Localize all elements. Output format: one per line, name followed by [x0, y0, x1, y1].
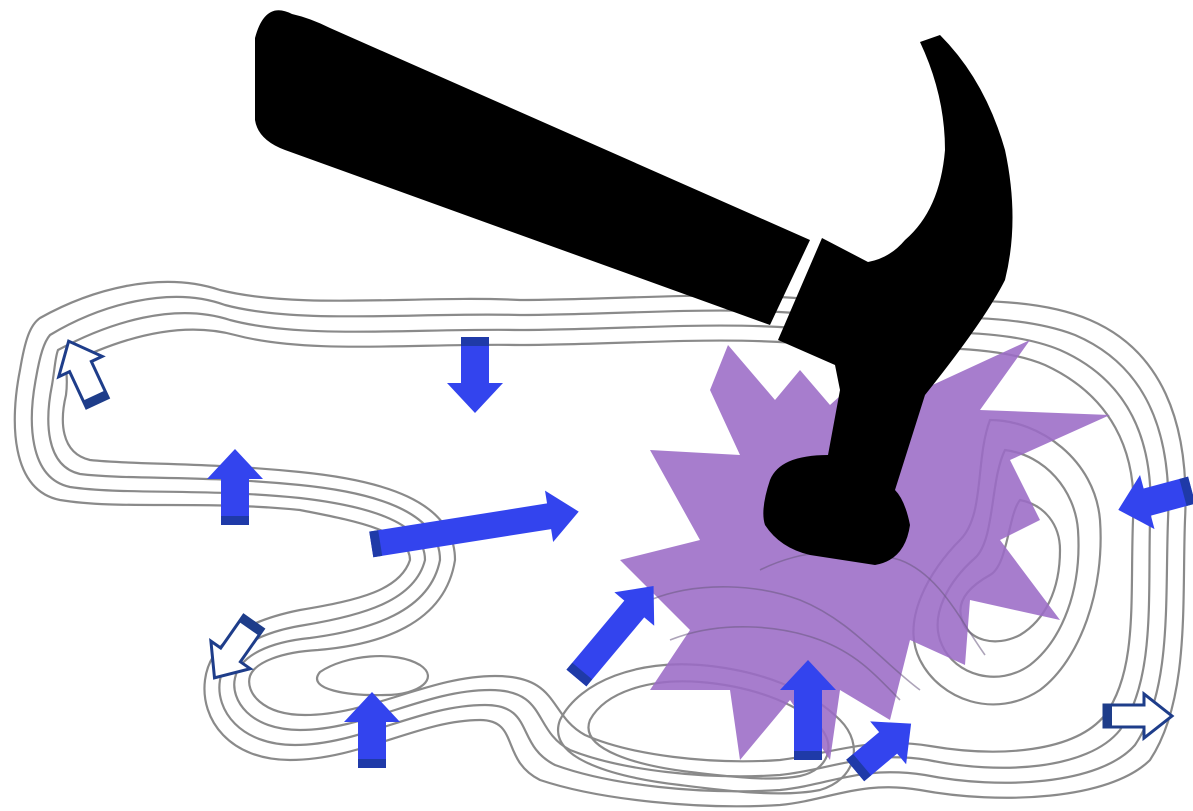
hollow-arrow-icon: [47, 331, 119, 413]
solid-arrow-icon: [447, 337, 503, 413]
force-arrows: [47, 331, 1193, 792]
solid-arrow-icon: [367, 486, 583, 570]
hammer-handle: [255, 10, 810, 325]
contour-line-5: [317, 656, 428, 695]
solid-arrow-icon: [344, 692, 400, 768]
solid-arrow-icon: [1111, 463, 1193, 537]
solid-arrow-icon: [207, 449, 263, 525]
